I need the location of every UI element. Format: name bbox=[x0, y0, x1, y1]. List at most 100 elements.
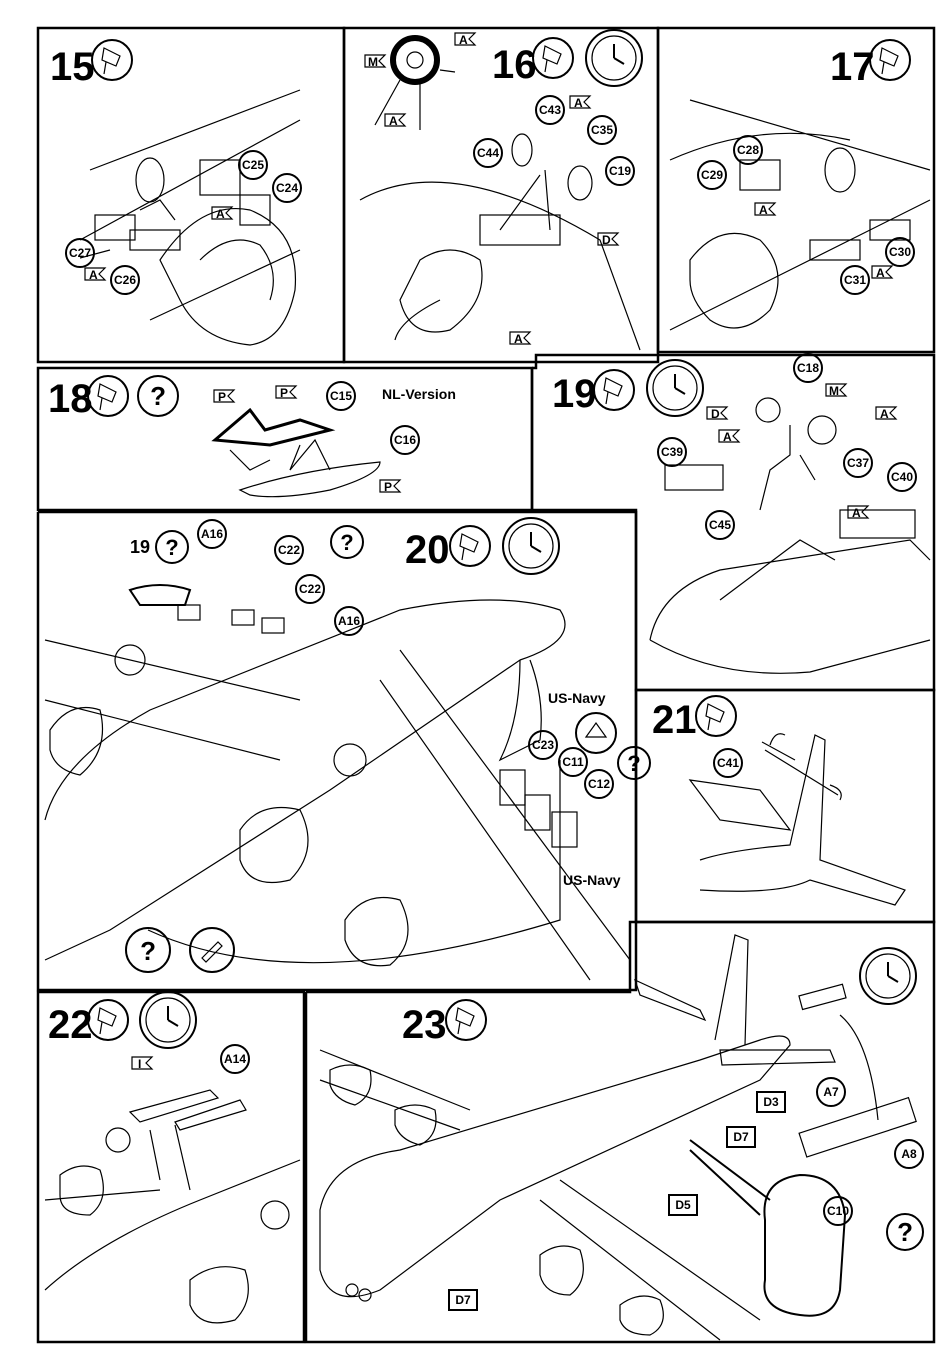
svg-text:A: A bbox=[89, 268, 98, 282]
step-16-number: 16 bbox=[492, 43, 537, 87]
rotate-icon bbox=[576, 713, 616, 753]
callout-c12: C12 bbox=[585, 770, 613, 798]
svg-text:C35: C35 bbox=[591, 123, 613, 137]
mark-d: D bbox=[707, 407, 727, 421]
svg-text:C40: C40 bbox=[891, 470, 913, 484]
callout-c31: C31 bbox=[841, 266, 869, 294]
svg-text:A: A bbox=[216, 207, 225, 221]
callout-c23: C23 bbox=[529, 731, 557, 759]
step-22: 22 A14 I bbox=[45, 992, 300, 1323]
callout-c29: C29 bbox=[698, 161, 726, 189]
aircraft-fuselage-drawing bbox=[45, 585, 630, 980]
callout-d3: D3 bbox=[757, 1092, 785, 1112]
callout-d5: D5 bbox=[669, 1195, 697, 1215]
step-21: 21 C41 bbox=[652, 696, 905, 905]
svg-text:A: A bbox=[759, 203, 768, 217]
step-20: 20 19 ? ? ? ? US-Navy US-Navy A16 C22 C2… bbox=[45, 518, 650, 980]
svg-text:?: ? bbox=[627, 751, 640, 776]
step-16: 16 C43 C35 C44 C19 A M A A D A bbox=[360, 30, 642, 350]
svg-text:?: ? bbox=[165, 535, 178, 560]
step-20-number: 20 bbox=[405, 528, 450, 572]
callout-c19: C19 bbox=[606, 157, 634, 185]
mark-a: A bbox=[385, 114, 405, 128]
radome-drawing bbox=[215, 410, 380, 497]
svg-text:C16: C16 bbox=[394, 433, 416, 447]
svg-text:C28: C28 bbox=[737, 143, 759, 157]
callout-c40: C40 bbox=[888, 463, 916, 491]
svg-text:C43: C43 bbox=[539, 103, 561, 117]
question-icon: ? bbox=[156, 531, 188, 563]
glue-icon bbox=[92, 40, 132, 80]
svg-text:A16: A16 bbox=[201, 527, 223, 541]
svg-text:C11: C11 bbox=[562, 755, 584, 769]
svg-text:C12: C12 bbox=[588, 777, 610, 791]
svg-text:?: ? bbox=[150, 381, 166, 411]
svg-text:M: M bbox=[829, 384, 839, 398]
svg-text:D: D bbox=[711, 407, 720, 421]
callout-c15: C15 bbox=[327, 382, 355, 410]
mark-p: P bbox=[380, 480, 400, 494]
clock-icon bbox=[503, 518, 559, 574]
mark-a: A bbox=[85, 268, 105, 282]
svg-text:M: M bbox=[368, 55, 378, 69]
clock-icon bbox=[140, 992, 196, 1048]
callout-c18: C18 bbox=[794, 354, 822, 382]
svg-text:D: D bbox=[602, 233, 611, 247]
step-15-number: 15 bbox=[50, 45, 95, 89]
svg-text:A8: A8 bbox=[901, 1147, 917, 1161]
svg-text:C27: C27 bbox=[69, 246, 91, 260]
svg-text:D7: D7 bbox=[455, 1293, 471, 1307]
svg-text:A: A bbox=[459, 33, 468, 47]
svg-text:C10: C10 bbox=[827, 1204, 849, 1218]
svg-text:C18: C18 bbox=[797, 361, 819, 375]
question-icon: ? bbox=[618, 747, 650, 779]
svg-text:D3: D3 bbox=[763, 1095, 779, 1109]
callout-d7: D7 bbox=[727, 1127, 755, 1147]
glue-icon bbox=[594, 370, 634, 410]
svg-text:C19: C19 bbox=[609, 164, 631, 178]
callout-c30: C30 bbox=[886, 238, 914, 266]
mark-a: A bbox=[455, 33, 475, 47]
callout-a14: A14 bbox=[221, 1045, 249, 1073]
question-icon: ? bbox=[126, 928, 170, 972]
callout-c26: C26 bbox=[111, 266, 139, 294]
mark-a: A bbox=[570, 96, 590, 110]
svg-text:C29: C29 bbox=[701, 168, 723, 182]
step-21-number: 21 bbox=[652, 698, 697, 742]
svg-text:D7: D7 bbox=[733, 1130, 749, 1144]
mark-p: P bbox=[214, 390, 234, 404]
callout-a16: A16 bbox=[198, 520, 226, 548]
mark-i: I bbox=[132, 1057, 152, 1071]
svg-text:A: A bbox=[723, 430, 732, 444]
step-18: 18 ? NL-Version C15 C16 P P P bbox=[48, 376, 456, 497]
clock-icon bbox=[586, 30, 642, 86]
mark-a: A bbox=[848, 506, 868, 520]
svg-text:C15: C15 bbox=[330, 389, 352, 403]
svg-text:A16: A16 bbox=[338, 614, 360, 628]
svg-text:P: P bbox=[218, 390, 226, 404]
callout-d7: D7 bbox=[449, 1290, 477, 1310]
mark-m: M bbox=[365, 55, 385, 69]
callout-c45: C45 bbox=[706, 511, 734, 539]
question-icon: ? bbox=[331, 526, 363, 558]
svg-text:C23: C23 bbox=[532, 738, 554, 752]
aircraft-drawing bbox=[320, 935, 916, 1340]
svg-text:P: P bbox=[280, 386, 288, 400]
callout-c35: C35 bbox=[588, 116, 616, 144]
callout-c22: C22 bbox=[296, 575, 324, 603]
step-17-number: 17 bbox=[830, 45, 875, 89]
callout-a7: A7 bbox=[817, 1078, 845, 1106]
nl-version-note: NL-Version bbox=[382, 386, 456, 402]
mark-a: A bbox=[510, 332, 530, 346]
clock-icon bbox=[860, 948, 916, 1004]
glue-icon bbox=[696, 696, 736, 736]
callout-c37: C37 bbox=[844, 449, 872, 477]
glue-icon bbox=[450, 526, 490, 566]
callout-c11: C11 bbox=[559, 748, 587, 776]
step-18-number: 18 bbox=[48, 377, 93, 421]
us-navy-note: US-Navy bbox=[563, 872, 621, 888]
svg-text:C31: C31 bbox=[844, 273, 866, 287]
question-icon: ? bbox=[138, 376, 178, 416]
svg-text:C25: C25 bbox=[242, 158, 264, 172]
